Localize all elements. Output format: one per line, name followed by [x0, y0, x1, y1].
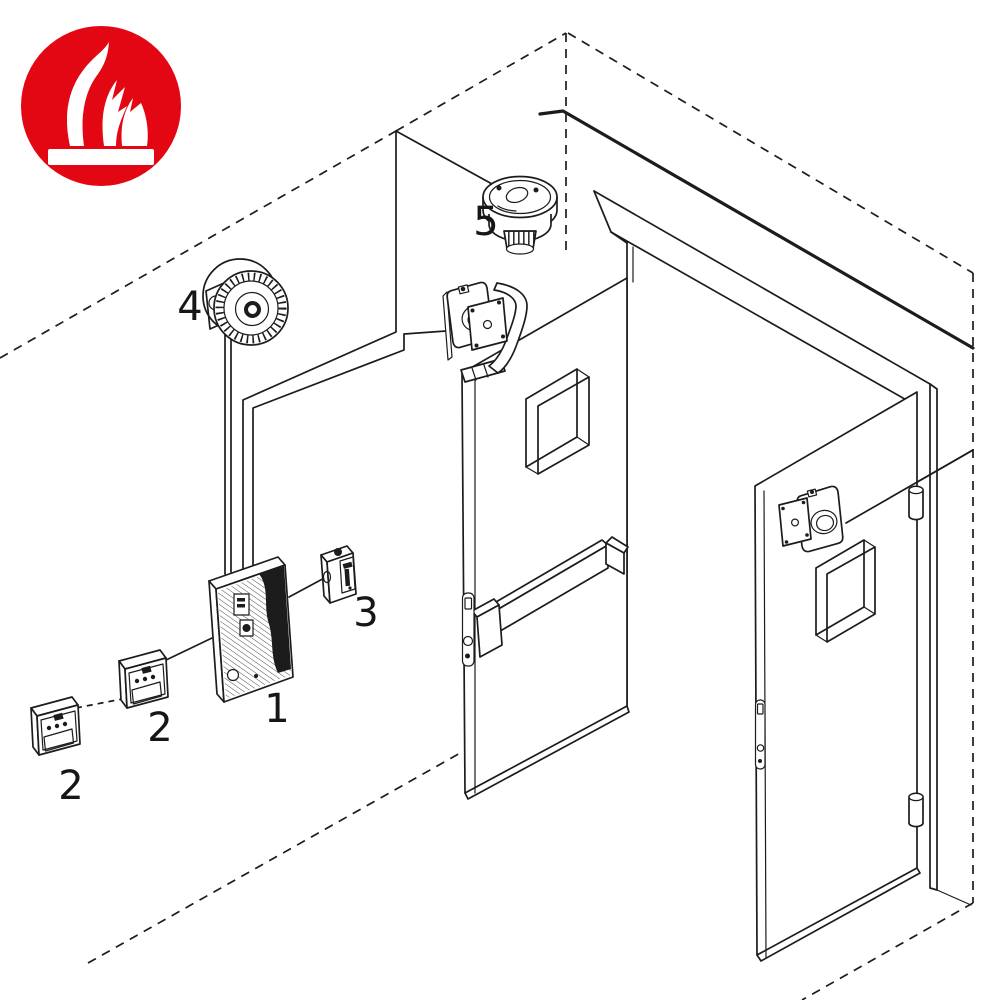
left-wall-top-dashed — [0, 130, 397, 359]
armature-plate-right — [778, 497, 812, 547]
frame-header-inner — [610, 231, 918, 407]
wire-panel-to-call-point — [163, 637, 213, 662]
right-door-lock — [754, 699, 766, 770]
wire-bell-to-panel — [224, 331, 232, 575]
wall-base-stub — [936, 889, 972, 906]
frame-header-outer — [593, 190, 931, 385]
alarm-bell: 4 — [177, 258, 289, 346]
control-panel: 1 — [208, 556, 294, 732]
wire-panel-to-door-magnet — [252, 330, 447, 568]
holder-bracket-arm — [488, 282, 528, 374]
fire-icon-flame-main — [66, 42, 109, 146]
frame-right-jamb — [929, 383, 938, 891]
fire-icon-flame-right — [121, 98, 148, 146]
armature-plate-left — [467, 297, 508, 351]
panel-indicator — [226, 668, 240, 682]
ceiling-right-edge-dashed — [567, 32, 974, 274]
detector-center-vent — [505, 186, 529, 204]
switch-top-button — [334, 548, 342, 556]
call-point-glass — [43, 728, 75, 752]
magnet-side-face — [442, 291, 453, 361]
switch-side-port — [322, 570, 332, 584]
left-door-panel — [461, 277, 628, 794]
wire-panel-to-detector — [242, 130, 513, 571]
left-door-window — [525, 368, 590, 475]
door-holder-magnet-right — [778, 485, 844, 553]
alarm-bell-label: 4 — [177, 284, 202, 330]
bell-center-hub — [244, 301, 261, 318]
call-point-far-label: 2 — [58, 763, 83, 809]
room-outline-dashed — [0, 32, 974, 1000]
door-release-switch: 3 — [320, 545, 379, 636]
detector-face-ring — [488, 179, 552, 215]
smoke-detector-label: 5 — [473, 199, 498, 245]
panel-display — [233, 593, 254, 637]
call-point-near: 2 — [118, 649, 173, 751]
hinge-pin-bottom — [908, 792, 924, 828]
call-point-far: 2 — [30, 696, 84, 809]
right-door-window — [815, 539, 876, 643]
frame-header-miter — [593, 190, 612, 233]
wire-call-point-link-dashed — [75, 698, 123, 709]
call-point-near-label: 2 — [147, 705, 172, 751]
bell-rim-knurl — [215, 272, 287, 344]
floor-right-edge-dashed — [801, 902, 974, 1000]
door-holder-magnet-left — [442, 281, 528, 383]
left-door-bottom-thickness — [464, 705, 630, 800]
right-door-panel — [754, 391, 918, 956]
panel-front-shade — [259, 566, 291, 673]
fire-icon-baseline — [48, 149, 154, 165]
left-door — [461, 277, 630, 800]
holder-bracket-foot-segments — [471, 364, 489, 381]
wire-right-magnet-overlay — [845, 449, 974, 524]
door-release-switch-label: 3 — [353, 590, 378, 636]
right-door-bottom-thickness — [756, 867, 921, 962]
fire-icon — [21, 26, 181, 186]
control-panel-label: 1 — [264, 686, 289, 732]
frame-header-lip — [610, 231, 628, 244]
hinge-pin-top — [908, 485, 924, 521]
smoke-detector: 5 — [473, 175, 558, 255]
right-wall-top-edge — [538, 109, 975, 350]
right-door — [754, 391, 921, 962]
fire-icon-flame-middle — [102, 80, 127, 146]
floor-left-edge-dashed — [87, 751, 463, 964]
left-door-lock — [461, 592, 475, 667]
call-point-glass — [131, 681, 163, 705]
switch-symbol-frame — [339, 556, 356, 594]
detector-base — [505, 243, 535, 255]
ceiling-left-edge-dashed — [395, 32, 567, 132]
